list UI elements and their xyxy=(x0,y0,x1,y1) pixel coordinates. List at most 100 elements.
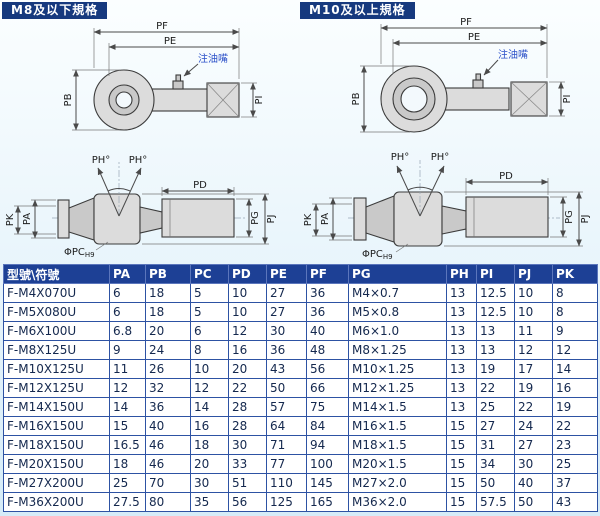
column-header: PJ xyxy=(514,264,553,284)
spec-cell: 22 xyxy=(476,378,515,398)
column-header: PI xyxy=(476,264,515,284)
spec-cell: 22 xyxy=(514,397,553,417)
spec-cell: 50 xyxy=(514,492,553,512)
bore-diameter-label: ΦPCH9 xyxy=(64,247,95,259)
spec-cell: 80 xyxy=(145,492,191,512)
spec-cell: 30 xyxy=(228,435,267,455)
shank xyxy=(444,87,510,111)
spec-cell: 10 xyxy=(228,302,267,322)
spec-cell: 11 xyxy=(514,321,553,341)
spec-cell: 32 xyxy=(145,378,191,398)
spec-cell: 13 xyxy=(446,378,477,398)
spec-cell: 13 xyxy=(446,302,477,322)
dim-label-pf: PF xyxy=(156,21,168,32)
model-cell: F-M14X150U xyxy=(3,397,110,417)
spec-cell: 14 xyxy=(552,359,598,379)
spec-cell: 35 xyxy=(190,492,229,512)
spec-cell: 13 xyxy=(446,283,477,303)
rod xyxy=(161,198,235,238)
spec-cell: 71 xyxy=(266,435,307,455)
spec-cell: 66 xyxy=(306,378,349,398)
column-header: PC xyxy=(190,264,229,284)
spec-cell: 15 xyxy=(109,416,146,436)
model-cell: F-M5X080U xyxy=(3,302,110,322)
spec-cell: 18 xyxy=(145,283,191,303)
spec-cell: M16×1.5 xyxy=(348,416,447,436)
grease-nipple-label: 注油嘴 xyxy=(198,52,228,65)
spec-cell: 84 xyxy=(306,416,349,436)
spec-cell: 43 xyxy=(266,359,307,379)
panel-m8-below-title: M8及以下規格 xyxy=(2,2,108,19)
rod-end-side-view xyxy=(93,69,240,131)
grease-nipple xyxy=(472,73,484,89)
diagram-panels: M8及以下規格 xyxy=(2,2,597,262)
spec-cell: 94 xyxy=(306,435,349,455)
cone-left xyxy=(365,195,395,243)
spec-cell: 15 xyxy=(446,492,477,512)
spec-cell: 27.5 xyxy=(109,492,146,512)
spec-cell: 110 xyxy=(266,473,307,493)
spec-cell: 25 xyxy=(476,397,515,417)
stud-view xyxy=(348,191,560,247)
spec-cell: M27×2.0 xyxy=(348,473,447,493)
dim-label-pb: PB xyxy=(351,92,362,105)
spec-cell: 5 xyxy=(190,302,229,322)
model-cell: F-M8X125U xyxy=(3,340,110,360)
spec-cell: 15 xyxy=(446,435,477,455)
column-header: PG xyxy=(348,264,447,284)
spec-cell: 145 xyxy=(306,473,349,493)
grease-nipple-label: 注油嘴 xyxy=(498,48,528,61)
spec-cell: 77 xyxy=(266,454,307,474)
spec-cell: 6 xyxy=(109,283,146,303)
clevis-bar xyxy=(353,197,367,241)
spec-cell: 40 xyxy=(306,321,349,341)
spec-cell: M6×1.0 xyxy=(348,321,447,341)
spec-cell: M18×1.5 xyxy=(348,435,447,455)
spec-cell: 17 xyxy=(514,359,553,379)
spec-cell: 16 xyxy=(228,340,267,360)
spec-cell: 12 xyxy=(109,378,146,398)
spec-cell: 50 xyxy=(476,473,515,493)
spec-cell: 13 xyxy=(476,321,515,341)
spec-cell: 19 xyxy=(552,397,598,417)
spec-cell: 27 xyxy=(266,283,307,303)
spec-cell: 25 xyxy=(552,454,598,474)
spec-cell: 19 xyxy=(514,378,553,398)
dim-label-pk: PK xyxy=(303,213,314,226)
spec-cell: 36 xyxy=(145,397,191,417)
bore-diameter-label: ΦPCH9 xyxy=(362,249,393,260)
spec-cell: M12×1.25 xyxy=(348,378,447,398)
spec-cell: 34 xyxy=(476,454,515,474)
spec-cell: 22 xyxy=(228,378,267,398)
model-cell: F-M4X070U xyxy=(3,283,110,303)
dim-label-pf: PF xyxy=(460,17,472,28)
spec-cell: M20×1.5 xyxy=(348,454,447,474)
dim-label-pa: PA xyxy=(320,213,331,225)
spec-cell: 33 xyxy=(228,454,267,474)
rod-end-side-view xyxy=(380,65,548,133)
spec-cell: 18 xyxy=(190,435,229,455)
spec-cell: 64 xyxy=(266,416,307,436)
spec-cell: M36×2.0 xyxy=(348,492,447,512)
dim-label-pd: PD xyxy=(193,180,207,191)
spec-cell: 20 xyxy=(228,359,267,379)
spec-cell: 12 xyxy=(228,321,267,341)
model-cell: F-M6X100U xyxy=(3,321,110,341)
dim-label-pe: PE xyxy=(468,32,480,43)
column-header: PF xyxy=(306,264,349,284)
spec-cell: 8 xyxy=(190,340,229,360)
panel-m10-above-title: M10及以上規格 xyxy=(300,2,415,19)
spec-cell: 28 xyxy=(228,416,267,436)
spec-cell: 11 xyxy=(109,359,146,379)
spec-cell: 30 xyxy=(190,473,229,493)
panel-m8-below: M8及以下規格 xyxy=(2,2,298,262)
